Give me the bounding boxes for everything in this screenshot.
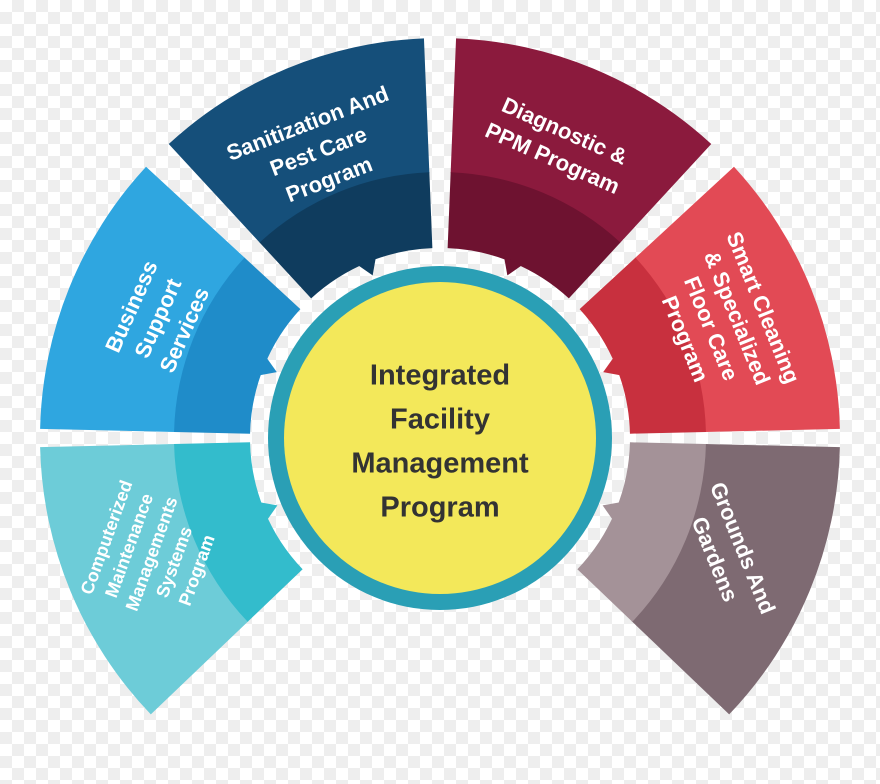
segment-outer-band — [634, 166, 840, 432]
center-title-line-1: Integrated — [370, 360, 510, 392]
segment-sanitization: Sanitization AndPest CareProgram — [168, 38, 433, 299]
segment-inner-band — [174, 442, 303, 622]
segment-pointer — [504, 257, 523, 276]
segment-pointer — [259, 502, 278, 521]
segment-outer-band — [40, 166, 246, 432]
segment-inner-band — [579, 257, 706, 434]
segment-inner-band — [577, 442, 706, 622]
center-disc — [284, 282, 596, 594]
segment-inner-band — [259, 172, 433, 299]
segment-inner-band — [447, 172, 621, 299]
segment-smart-cleaning: Smart Cleaning& SpecializedFloor CarePro… — [579, 166, 840, 434]
segment-business-support: BusinessSupportServices — [40, 166, 301, 434]
segment-pointer — [258, 356, 277, 376]
segment-outer-band — [450, 38, 712, 244]
center-hub: Integrated Facility Management Program — [268, 266, 612, 610]
segment-outer-band — [631, 444, 840, 715]
segment-pointer — [602, 502, 621, 521]
segment-diagnostic: Diagnostic &PPM Program — [447, 38, 712, 299]
segment-grounds: Grounds AndGardens — [577, 442, 840, 715]
center-title-line-4: Program — [380, 492, 499, 524]
segment-cmms: ComputerizedMaintenanceManagementsSystem… — [40, 442, 303, 715]
segment-inner-band — [174, 257, 301, 434]
segment-pointer — [357, 257, 376, 276]
center-title-line-3: Management — [351, 448, 529, 480]
segment-outer-band — [40, 444, 249, 715]
center-title-line-2: Facility — [390, 404, 490, 436]
segment-pointer — [603, 356, 622, 376]
segment-outer-band — [168, 38, 430, 244]
